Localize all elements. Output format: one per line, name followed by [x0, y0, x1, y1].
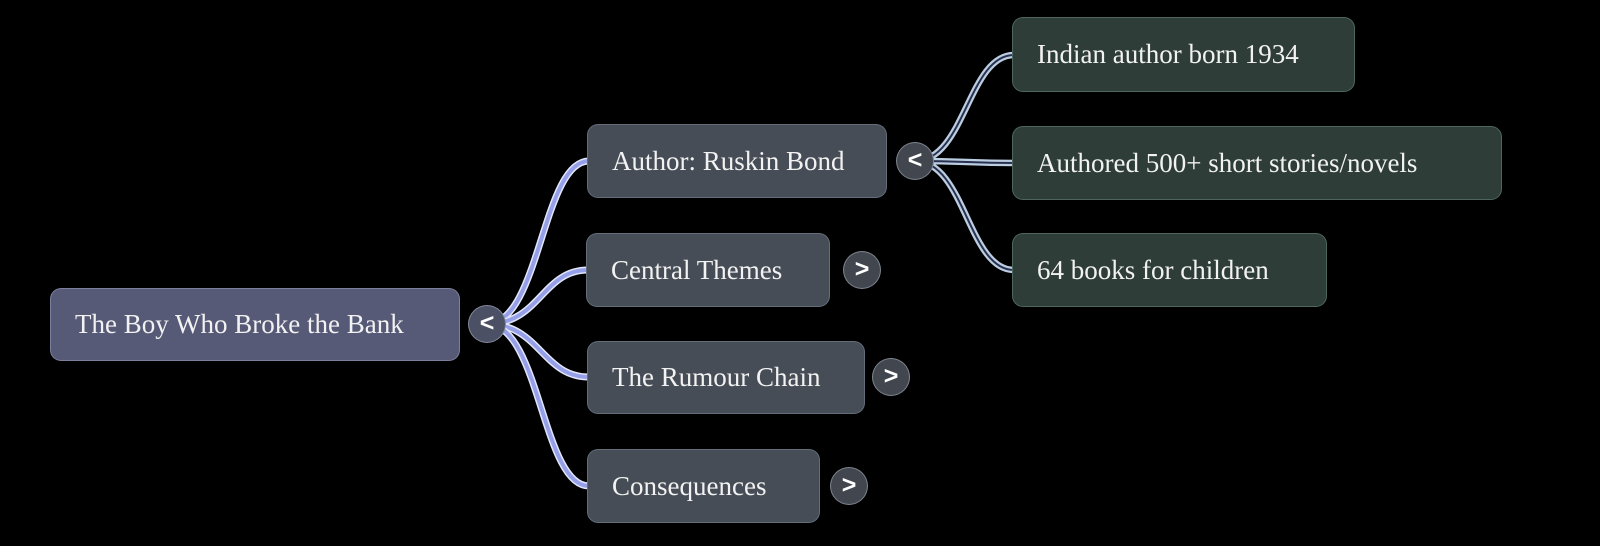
node-rumour-chain-label: The Rumour Chain [612, 362, 821, 392]
expand-icon: > [854, 254, 870, 283]
expand-toggle-central-themes[interactable]: > [843, 251, 881, 289]
connector-author-to-books [911, 157, 1018, 274]
node-indian-author-born-label: Indian author born 1934 [1037, 39, 1299, 69]
collapse-icon: < [907, 145, 923, 174]
collapse-toggle-root[interactable]: < [468, 305, 506, 343]
node-root[interactable]: The Boy Who Broke the Bank [50, 288, 460, 361]
node-books-for-children[interactable]: 64 books for children [1012, 233, 1327, 307]
connector-root-to-author [483, 157, 593, 328]
node-author[interactable]: Author: Ruskin Bond [587, 124, 887, 198]
expand-toggle-rumour-chain[interactable]: > [872, 358, 910, 396]
node-central-themes[interactable]: Central Themes [586, 233, 830, 307]
node-author-label: Author: Ruskin Bond [612, 145, 845, 176]
node-consequences[interactable]: Consequences [587, 449, 820, 523]
node-rumour-chain[interactable]: The Rumour Chain [587, 341, 865, 414]
connector-root-to-consequences [483, 320, 593, 490]
expand-icon: > [883, 361, 899, 390]
node-central-themes-label: Central Themes [611, 254, 783, 285]
expand-toggle-consequences[interactable]: > [830, 467, 868, 505]
node-consequences-label: Consequences [612, 470, 767, 501]
node-authored-stories[interactable]: Authored 500+ short stories/novels [1012, 126, 1502, 200]
expand-icon: > [841, 470, 857, 499]
node-root-label: The Boy Who Broke the Bank [75, 309, 404, 339]
collapse-toggle-author[interactable]: < [896, 142, 934, 180]
node-books-for-children-label: 64 books for children [1037, 254, 1269, 285]
connector-author-to-born [911, 51, 1018, 165]
node-indian-author-born[interactable]: Indian author born 1934 [1012, 17, 1355, 92]
collapse-icon: < [479, 308, 495, 337]
node-authored-stories-label: Authored 500+ short stories/novels [1037, 147, 1418, 178]
